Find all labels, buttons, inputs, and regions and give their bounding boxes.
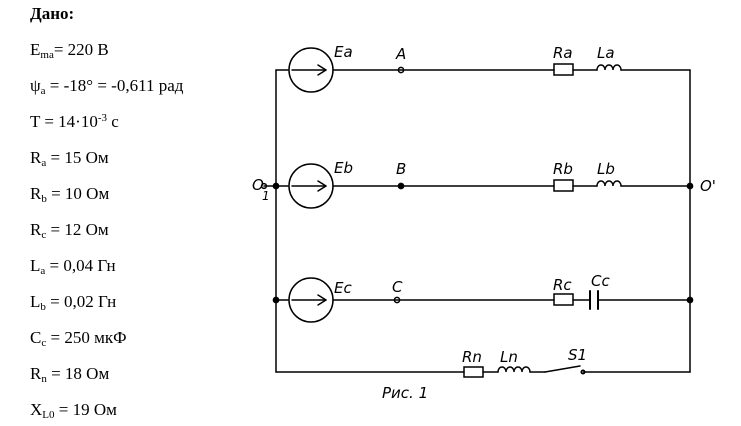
label-ra: Ra xyxy=(553,44,573,62)
label-neutral-right: O' xyxy=(700,177,716,195)
label-neutral-left-sub: 1 xyxy=(262,189,270,203)
label-node-b: B xyxy=(396,160,406,178)
inductor-la xyxy=(572,64,622,71)
schematic-labels: Ea Eb Ec A B C Ra Rb Rc La Lb Cc Rn Ln S… xyxy=(252,43,716,402)
source-ea xyxy=(288,47,334,93)
given-item-xl0: XL0 = 19 Ом xyxy=(30,400,117,421)
given-item-rn: Rn = 18 Ом xyxy=(30,364,110,385)
given-item-rc: Rc = 12 Ом xyxy=(30,220,109,241)
given-item-ema: Ema= 220 В xyxy=(30,40,109,61)
label-lb: Lb xyxy=(597,160,615,178)
resistor-ra xyxy=(553,63,574,76)
given-title: Дано: xyxy=(30,4,75,23)
given-item-lb: Lb = 0,02 Гн xyxy=(30,292,117,313)
label-ln: Ln xyxy=(500,348,518,366)
given-item-ra: Ra = 15 Ом xyxy=(30,148,109,169)
label-ec: Ec xyxy=(334,279,352,297)
label-s1: S1 xyxy=(568,346,587,364)
label-eb: Eb xyxy=(334,159,353,177)
label-rb: Rb xyxy=(553,160,573,178)
label-rn: Rn xyxy=(462,348,482,366)
label-node-a: A xyxy=(395,45,406,63)
resistor-rb xyxy=(553,179,574,192)
given-item-cc: Cc = 250 мкФ xyxy=(30,328,127,349)
label-ea: Ea xyxy=(334,43,353,61)
label-neutral-left: O xyxy=(252,176,264,194)
source-eb xyxy=(288,163,334,209)
resistor-rc xyxy=(553,293,574,306)
given-item-rb: Rb = 10 Ом xyxy=(30,184,110,205)
figure-caption: Рис. 1 xyxy=(382,384,428,402)
terminal-nodes xyxy=(260,66,694,304)
inductor-lb xyxy=(572,180,622,187)
given-item-period: T = 14·10-3 с xyxy=(30,112,119,131)
inductor-ln xyxy=(497,366,531,373)
label-node-c: C xyxy=(392,278,403,296)
capacitor-cc xyxy=(589,290,599,310)
circuit-wires xyxy=(263,69,691,373)
label-cc: Cc xyxy=(591,272,610,290)
label-la: La xyxy=(597,44,615,62)
switch-s1 xyxy=(544,365,586,375)
resistor-rn xyxy=(463,366,484,378)
source-ec xyxy=(288,277,334,323)
given-item-psi: ψa = -18° = -0,611 рад xyxy=(30,76,184,97)
label-rc: Rc xyxy=(553,276,572,294)
given-item-la: La = 0,04 Гн xyxy=(30,256,116,277)
